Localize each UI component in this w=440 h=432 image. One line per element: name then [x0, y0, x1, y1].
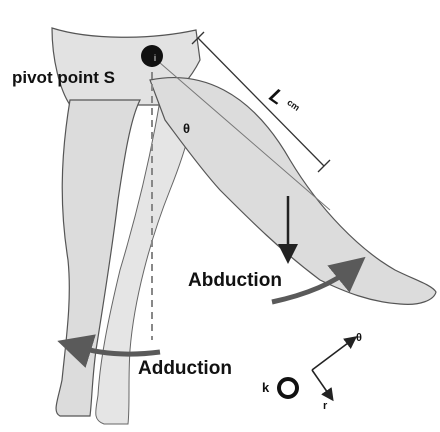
r-axis-label: r: [323, 400, 327, 412]
theta-axis-arrow: [312, 340, 352, 370]
pivot-point-label: pivot point S: [12, 68, 115, 88]
r-axis-arrow: [312, 370, 330, 396]
pivot-point: [141, 45, 163, 67]
k-ring-symbol: [279, 379, 297, 397]
theta-thigh-label: θ: [183, 121, 190, 136]
abduction-label: Abduction: [188, 270, 282, 292]
adduction-label: Adduction: [138, 358, 232, 380]
svg-text:i: i: [154, 53, 156, 63]
k-label: k: [262, 380, 269, 395]
theta-axis-label: θ: [356, 332, 362, 344]
